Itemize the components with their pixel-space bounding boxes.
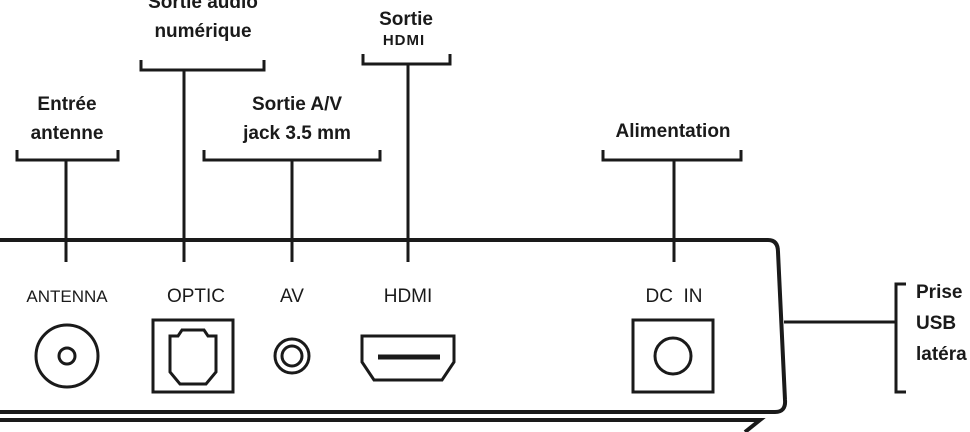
bracket-av (202, 150, 382, 162)
dc-in-port-icon (631, 318, 715, 394)
port-label-dc-in: DC IN (646, 286, 703, 307)
callout-digital-audio-line1: Sortie audio (148, 0, 258, 13)
callout-power-label: Alimentation (615, 121, 730, 142)
callout-antenna-line2: antenne (31, 123, 104, 144)
callout-usb-line2: USB (916, 313, 956, 334)
bracket-power (601, 150, 743, 162)
callout-digital-audio-line2: numérique (154, 21, 251, 42)
callout-antenna: Entrée antenne (15, 94, 120, 262)
optic-port-icon (151, 318, 235, 394)
callout-av-line2: jack 3.5 mm (242, 123, 351, 144)
callout-av-line1: Sortie A/V (252, 94, 342, 115)
hdmi-logo: HDMI (383, 32, 425, 49)
device-base-edge (0, 418, 766, 432)
callout-av: Sortie A/V jack 3.5 mm (202, 94, 382, 262)
port-label-av: AV (280, 286, 304, 307)
callout-power: Alimentation (601, 121, 743, 262)
hdmi-port-icon (360, 334, 456, 382)
bracket-digital-audio (139, 60, 266, 72)
device-body-outline (0, 238, 788, 414)
callout-hdmi-line1: Sortie (379, 9, 433, 30)
port-label-optic: OPTIC (167, 286, 225, 307)
port-label-hdmi: HDMI (384, 286, 433, 307)
bracket-hdmi (361, 54, 452, 66)
port-label-antenna: ANTENNA (26, 287, 108, 306)
callout-hdmi: Sortie HDMI (361, 9, 452, 262)
bracket-usb (894, 282, 906, 394)
bracket-antenna (15, 150, 120, 162)
callout-usb: Prise USB latéra (784, 282, 967, 394)
callout-digital-audio: Sortie audio numérique (139, 0, 266, 262)
callout-usb-line1: Prise (916, 282, 962, 303)
callout-usb-line3: latéra (916, 344, 967, 365)
antenna-port-icon (34, 323, 100, 389)
av-jack-port-icon (273, 337, 311, 375)
callout-antenna-line1: Entrée (37, 94, 96, 115)
